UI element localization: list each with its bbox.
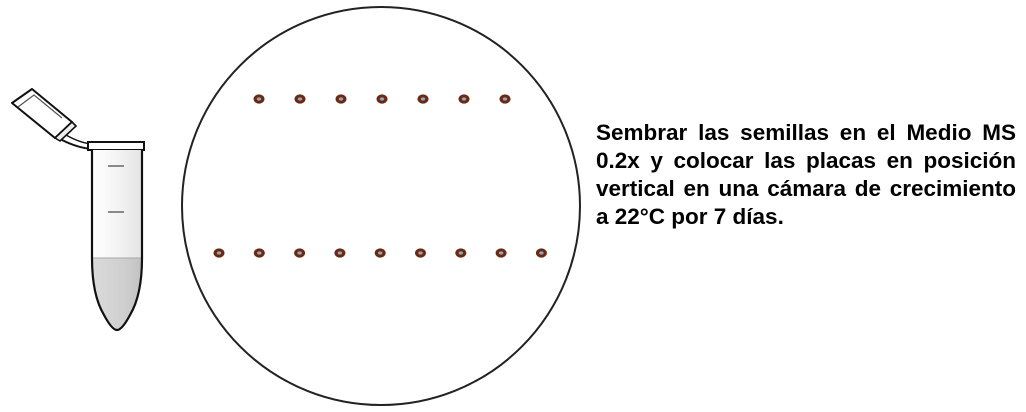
microcentrifuge-tube-icon xyxy=(11,88,145,332)
seed-dot xyxy=(376,94,388,104)
seed-dot xyxy=(335,94,347,104)
seed-dot xyxy=(213,248,225,258)
seed-dot xyxy=(374,248,386,258)
seed-dot xyxy=(334,248,346,258)
seed-dot xyxy=(495,248,507,258)
seed-dot xyxy=(253,94,265,104)
seed-dot xyxy=(294,94,306,104)
petri-plate-icon xyxy=(181,6,581,406)
seed-dot xyxy=(499,94,511,104)
tube-cap-icon xyxy=(11,88,93,150)
seed-dot xyxy=(535,248,547,258)
instruction-text: Sembrar las semillas en el Medio MS 0.2x… xyxy=(596,120,1016,229)
seed-row-2 xyxy=(213,248,547,258)
seed-dot xyxy=(458,94,470,104)
seed-dot xyxy=(415,248,426,258)
seed-dot xyxy=(294,248,306,258)
seed-dot xyxy=(253,248,265,258)
seed-rows xyxy=(213,94,547,258)
seed-dot xyxy=(417,94,429,104)
seed-dot xyxy=(455,248,467,258)
seed-row-1 xyxy=(253,94,511,104)
